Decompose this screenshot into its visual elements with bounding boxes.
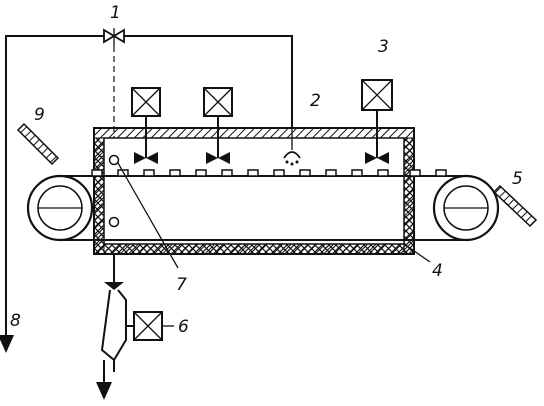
fan-motor-2 xyxy=(203,87,233,158)
temperature-sensor xyxy=(108,154,179,269)
conveyor-belt xyxy=(26,169,500,242)
callout-7: 7 xyxy=(176,275,187,295)
outlet-chute xyxy=(492,184,538,228)
callout-3: 3 xyxy=(378,37,389,57)
fan-icon xyxy=(134,152,158,164)
pump-icon xyxy=(96,254,174,400)
fan-icon xyxy=(365,152,389,164)
dryer-chamber xyxy=(93,127,415,255)
fan-motor-1 xyxy=(131,87,161,158)
callout-2: 2 xyxy=(310,91,321,111)
belt-slats xyxy=(91,169,447,177)
valve-icon xyxy=(103,28,125,46)
callout-4: 4 xyxy=(432,261,443,281)
inlet-chute xyxy=(16,122,60,166)
callout-9: 9 xyxy=(34,105,45,125)
fan-motor-3 xyxy=(361,79,393,158)
callout-6: 6 xyxy=(178,317,189,337)
callout-8: 8 xyxy=(10,311,21,331)
fan-icon xyxy=(206,152,230,164)
burner-icon xyxy=(283,128,301,166)
callout-1: 1 xyxy=(110,3,121,23)
supply-pipe xyxy=(0,35,293,353)
callout-5: 5 xyxy=(512,169,523,189)
leader-4 xyxy=(403,243,431,263)
